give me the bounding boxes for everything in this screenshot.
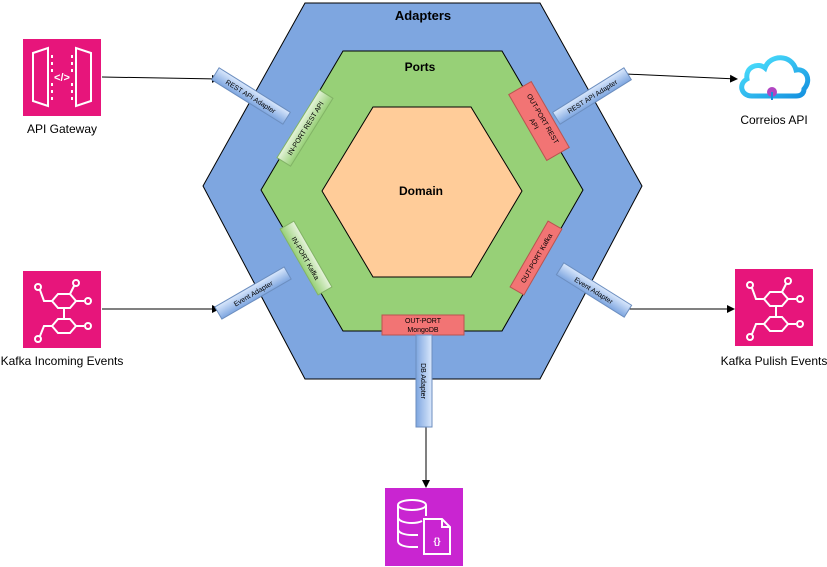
database-document-icon: {}: [385, 488, 463, 566]
arrow-gateway-to-rest-adapter: [101, 74, 220, 83]
svg-text:API: API: [528, 118, 540, 131]
correios-label: Correios API: [740, 113, 807, 127]
cloud-icon: [739, 55, 811, 100]
adapters-title: Adapters: [395, 8, 451, 23]
connectors: [101, 73, 738, 488]
domain-hexagon: [321, 106, 523, 278]
svg-text:MongoDB: MongoDB: [407, 327, 438, 334]
kafka-publish-label: Kafka Pulish Events: [721, 354, 827, 368]
api-gateway-icon: </>: [23, 39, 101, 116]
svg-text:OUT-PORT: OUT-PORT: [405, 318, 442, 325]
db-adapter: DB Adapter: [415, 334, 433, 428]
api-gateway-label: API Gateway: [27, 122, 97, 136]
svg-text:DB Adapter: DB Adapter: [419, 363, 426, 399]
out-port-mongodb: OUT-PORT MongoDB: [381, 314, 465, 336]
event-bridge-icon: [23, 271, 101, 348]
arrow-rest-adapter-to-correios: [625, 73, 738, 83]
event-bridge-icon: [735, 269, 813, 346]
svg-text:{}: {}: [433, 536, 441, 546]
kafka-incoming-label: Kafka Incoming Events: [1, 354, 124, 368]
domain-title: Domain: [399, 184, 443, 198]
svg-text:</>: </>: [54, 72, 70, 84]
ports-title: Ports: [405, 60, 436, 74]
